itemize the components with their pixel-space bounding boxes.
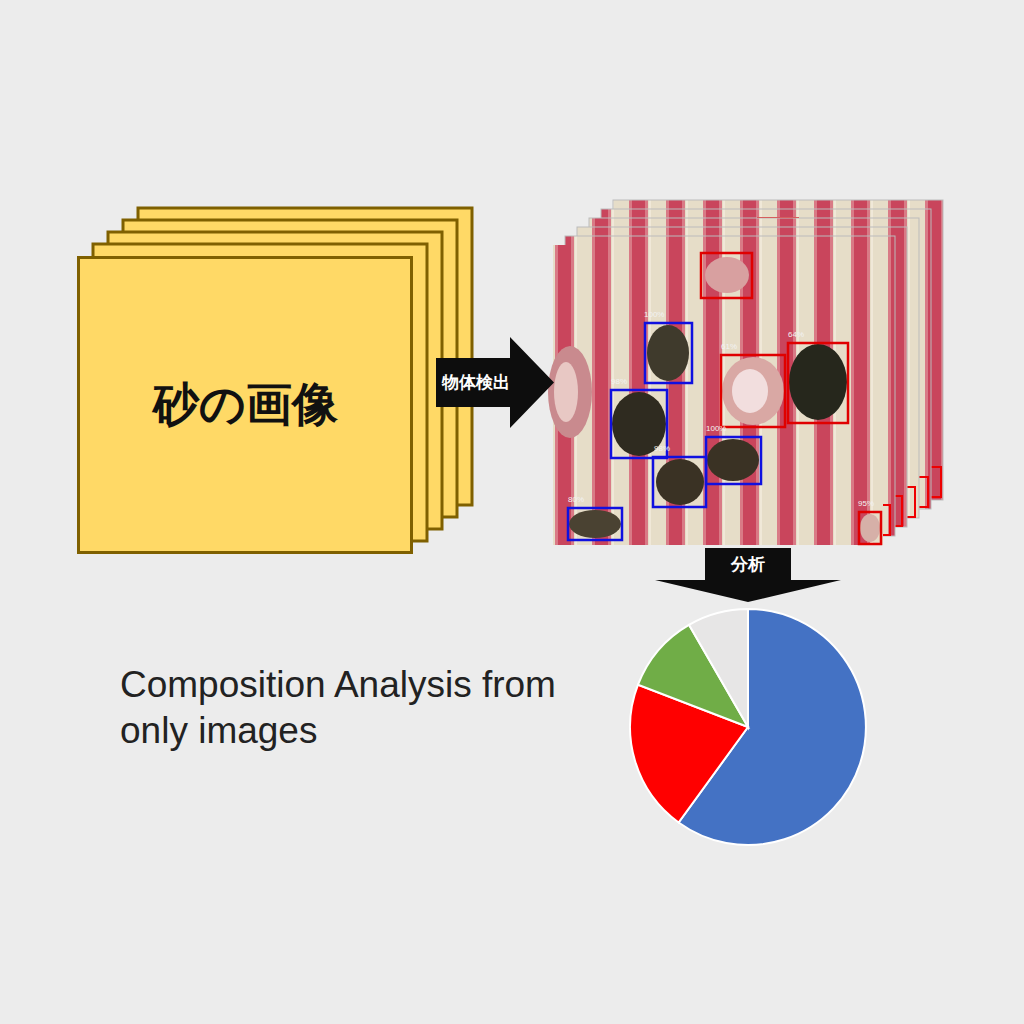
node-label: 分析 <box>731 553 765 576</box>
confidence-score: 80% <box>568 495 584 505</box>
image-box: 砂の画像 <box>77 256 413 554</box>
process-arrow: 物体検出 <box>436 337 554 428</box>
arrow-outline <box>655 548 841 602</box>
confidence-score: 95% <box>858 499 874 509</box>
confidence-score: 64% <box>788 330 804 340</box>
process-arrow: 分析 <box>655 548 841 602</box>
node-label: 砂の画像 <box>153 374 338 436</box>
confidence-score: 61% <box>721 342 737 352</box>
confidence-score: 98% <box>654 444 670 454</box>
node-label: 物体検出 <box>442 371 510 394</box>
confidence-score: 98% <box>611 377 627 387</box>
caption-text: Composition Analysis from only images <box>120 662 570 755</box>
arrow-outline <box>436 337 554 428</box>
detection-image-stack <box>548 200 943 545</box>
confidence-score: 100% <box>644 310 664 320</box>
pie-chart <box>630 609 866 845</box>
confidence-score: 100% <box>706 424 726 434</box>
